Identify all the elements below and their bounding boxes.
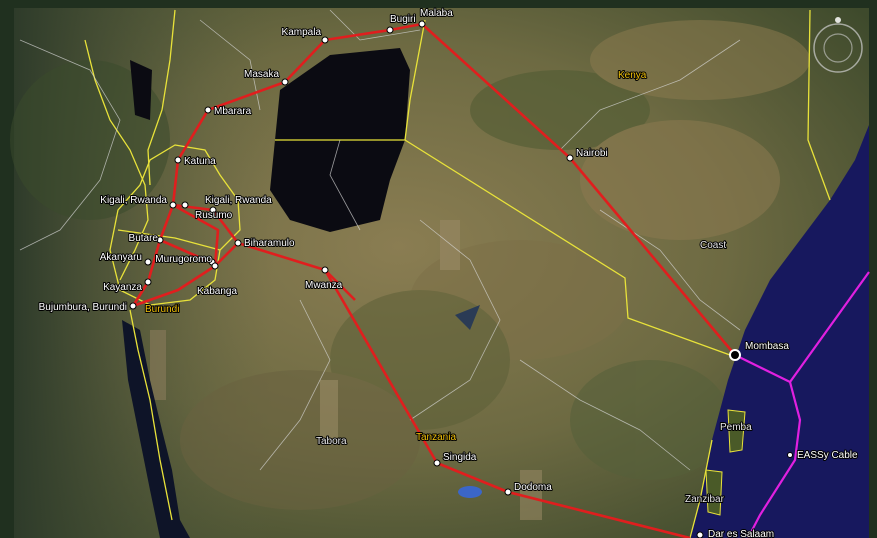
city-label-mbarara: Mbarara [214, 106, 252, 117]
region-label-tanzania: Tanzania [416, 432, 456, 443]
city-label-kabanga: Kabanga [197, 286, 237, 297]
city-marker-kabanga[interactable] [211, 262, 219, 270]
city-marker-bugiri[interactable] [386, 26, 394, 34]
city-marker-mbarara[interactable] [204, 106, 212, 114]
region-label-tabora: Tabora [316, 436, 347, 447]
city-label-biharamulo: Biharamulo [244, 238, 295, 249]
city-marker-mombasa[interactable] [729, 349, 741, 361]
eassy-cable-label: EASSy Cable [797, 450, 858, 461]
city-marker-kayanza[interactable] [144, 278, 152, 286]
region-label-coast: Coast [700, 240, 726, 251]
city-marker-malaba[interactable] [418, 20, 426, 28]
city-marker-masaka[interactable] [281, 78, 289, 86]
country-borders [84, 9, 831, 538]
city-marker-akanyaru[interactable] [144, 258, 152, 266]
city-marker-kigali[interactable] [169, 201, 177, 209]
city-label-akanyaru: Akanyaru [100, 252, 142, 263]
city-label-mombasa: Mombasa [745, 341, 789, 352]
city-marker-katuna[interactable] [174, 156, 182, 164]
city-label-kayanza: Kayanza [103, 282, 142, 293]
city-label-bujumbura: Bujumbura, Burundi [39, 302, 127, 313]
city-label-kampala: Kampala [282, 27, 322, 38]
terrain-patches [10, 20, 810, 520]
zanzibar-island [705, 469, 723, 516]
city-label-daressalaam: Dar es Salaam [708, 529, 774, 538]
eassy-cable-marker [787, 452, 793, 458]
lake-edward [130, 60, 152, 120]
city-label-masaka: Masaka [244, 69, 279, 80]
city-marker-dodoma[interactable] [504, 488, 512, 496]
city-marker-nairobi[interactable] [566, 154, 574, 162]
city-label-kigali: Kigali, Rwanda [100, 195, 167, 206]
city-label-katuna: Katuna [184, 156, 216, 167]
city-label-kigali2: Kigali, Rwanda [205, 195, 272, 206]
city-label-butare: Butare [129, 233, 159, 244]
pemba-island [727, 409, 746, 453]
city-marker-singida[interactable] [433, 459, 441, 467]
city-label-singida: Singida [443, 452, 477, 463]
city-label-murugoromo: Murugoromo [155, 254, 212, 265]
city-label-bugiri: Bugiri [390, 14, 416, 25]
compass-icon[interactable] [813, 17, 863, 73]
region-label-pemba: Pemba [720, 422, 752, 433]
lake-tanganyika [122, 320, 190, 538]
city-marker-daressalaam[interactable] [696, 531, 704, 538]
city-label-rusumo: Rusumo [195, 210, 233, 221]
city-marker-biharamulo[interactable] [234, 239, 242, 247]
eassy-cable [734, 271, 870, 538]
city-marker-rusumo[interactable] [209, 206, 217, 214]
reservoir [458, 486, 482, 498]
city-label-dodoma: Dodoma [514, 482, 552, 493]
city-marker-kigali2[interactable] [181, 201, 189, 209]
region-label-burundi: Burundi [145, 304, 179, 315]
city-label-nairobi: Nairobi [576, 148, 608, 159]
city-marker-kampala[interactable] [321, 36, 329, 44]
region-label-zanzibar: Zanzibar [685, 494, 725, 505]
region-label-kenya: Kenya [618, 70, 647, 81]
small-lake [455, 305, 480, 330]
city-marker-butare[interactable] [156, 236, 164, 244]
city-markers: Bugiri MalabaKampalaMasakaMbararaKatunaKi… [38, 7, 790, 538]
city-marker-mwanza[interactable] [321, 266, 329, 274]
city-marker-bujumbura[interactable] [129, 302, 137, 310]
city-label-mwanza: Mwanza [305, 280, 343, 291]
city-label-malaba: Malaba [420, 8, 453, 19]
